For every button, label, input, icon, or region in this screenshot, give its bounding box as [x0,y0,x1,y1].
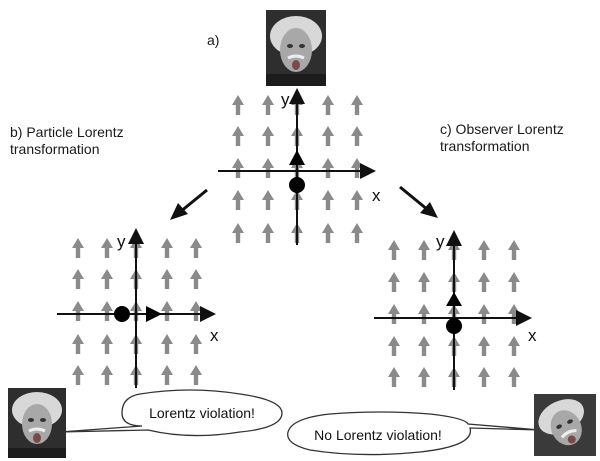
field-arrow [262,190,274,210]
field-arrow [190,269,202,289]
field-arrow [161,238,173,258]
field-arrow [161,334,173,354]
field-arrow [388,304,400,324]
field-arrow [232,126,244,146]
field-arrow [418,240,430,260]
axis-label-x-c: x [528,326,537,345]
speech-bubble-right [287,411,541,456]
field-arrow [232,223,244,243]
axes-a [218,88,376,245]
field-arrow [351,190,363,210]
field-arrow [478,336,490,356]
axis-label-y-b: y [117,232,126,251]
field-arrow [190,301,202,321]
field-arrow [262,126,274,146]
field-arrow [322,223,334,243]
portrait-icon [266,10,326,86]
field-arrow [161,269,173,289]
field-arrow [388,367,400,387]
field-arrow [322,158,334,178]
field-arrow [388,272,400,292]
field-arrow [478,240,490,260]
field-arrow [478,272,490,292]
field-arrow [418,304,430,324]
field-arrow [232,158,244,178]
field-arrow [508,304,520,324]
field-arrow [101,334,113,354]
panel-label-b: b) Particle Lorentz transformation [10,124,124,157]
field-arrow [478,304,490,324]
field-arrow [351,126,363,146]
particle-b [114,306,162,322]
field-arrow [351,95,363,115]
field-arrow [322,190,334,210]
field-arrow [508,367,520,387]
speech-bubble-left [59,389,283,437]
bubble-text-right: No Lorentz violation! [314,427,442,443]
field-arrow [418,272,430,292]
field-arrow [508,240,520,260]
transform-arrow-right [399,185,438,218]
field-arrow [322,126,334,146]
field-arrow [72,238,84,258]
axis-label-y-a: y [281,90,290,109]
field-arrow [190,365,202,385]
field-arrow [232,95,244,115]
particle-c [446,292,462,334]
field-arrow [262,223,274,243]
portrait-photo-top [266,10,326,86]
field-arrow [232,190,244,210]
transform-arrow-left [170,188,208,220]
field-arrow [388,240,400,260]
field-arrow [388,336,400,356]
field-arrow [72,365,84,385]
field-arrow [190,334,202,354]
field-arrow [101,238,113,258]
particle-a [289,150,305,193]
portrait-icon [534,394,596,456]
field-arrow [72,334,84,354]
field-arrow [101,365,113,385]
field-arrow [101,269,113,289]
field-arrow [508,336,520,356]
field-arrow [418,336,430,356]
axes-b [57,228,216,388]
field-arrow [351,158,363,178]
field-arrow [72,269,84,289]
field-arrow [322,95,334,115]
field-arrow [101,301,113,321]
field-arrow [262,95,274,115]
portrait-photo-bottom-right [534,394,596,456]
field-arrow [478,367,490,387]
bubble-text-left: Lorentz violation! [149,405,255,421]
field-arrow [161,365,173,385]
axes-c [374,230,532,390]
portrait-icon [8,388,66,458]
field-arrow [262,158,274,178]
field-arrow [418,367,430,387]
portrait-photo-bottom-left [8,388,66,458]
panel-label-a: a) [207,32,220,48]
panel-label-c: c) Observer Lorentz transformation [440,121,564,154]
field-arrow [161,301,173,321]
field-arrow [190,238,202,258]
field-arrow [72,301,84,321]
axis-label-y-c: y [436,232,445,251]
field-arrow [508,272,520,292]
axis-label-x-b: x [210,326,219,345]
axis-label-x-a: x [372,186,381,205]
field-arrow [351,223,363,243]
